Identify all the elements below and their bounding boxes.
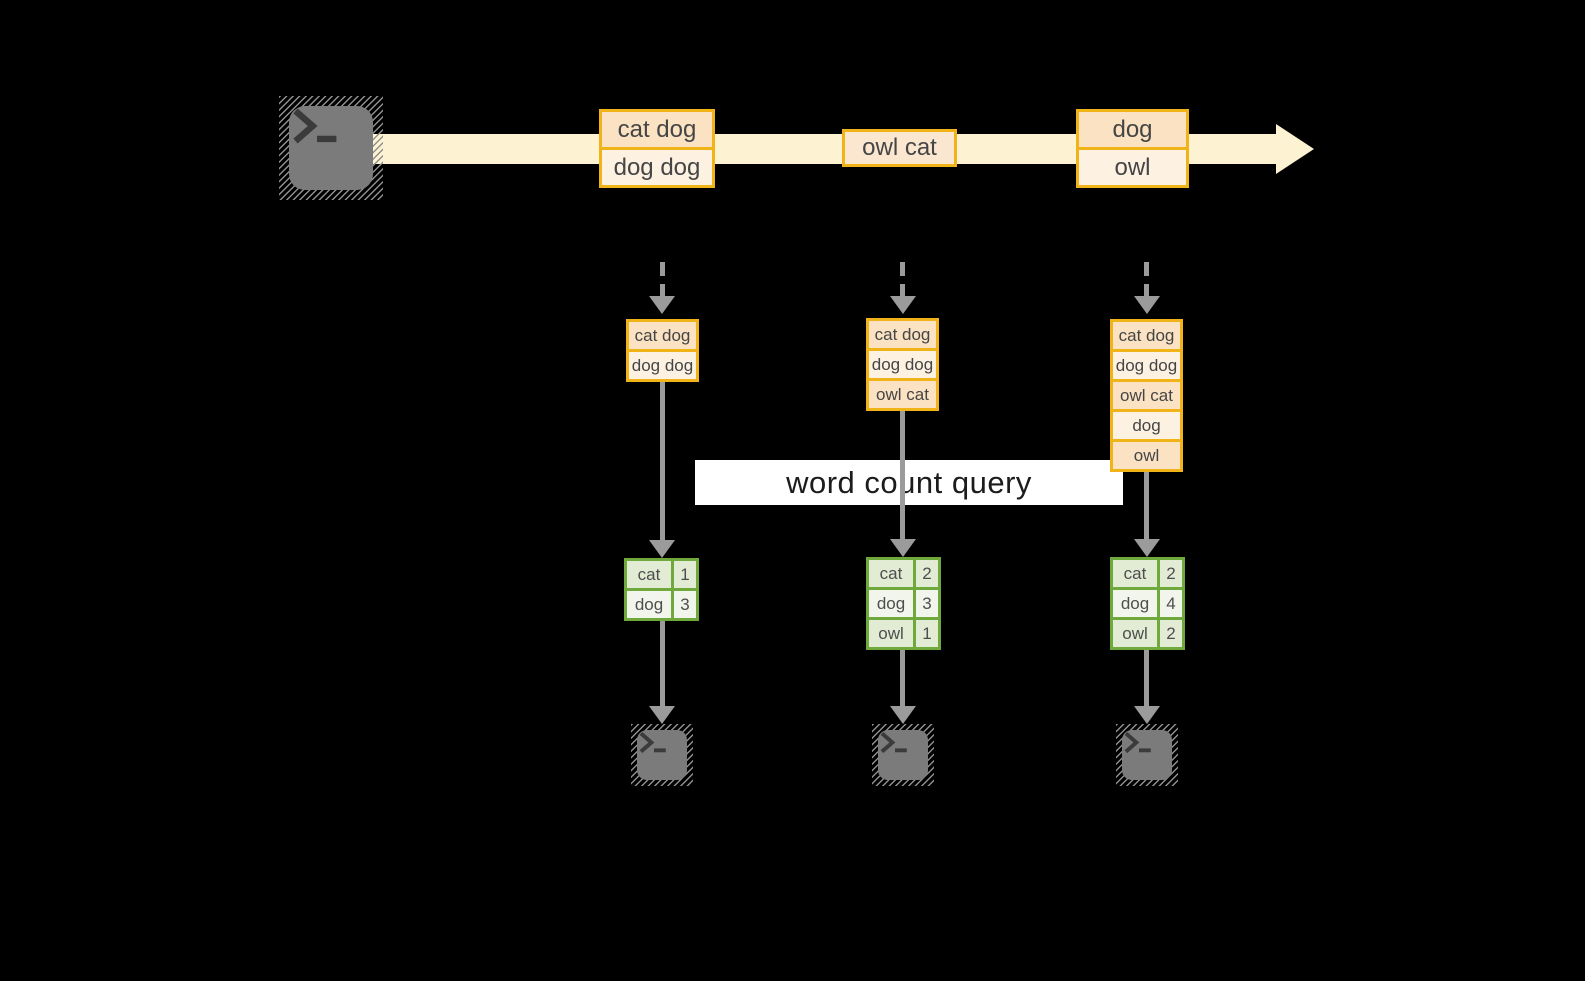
stream-batch-2: owl cat	[842, 129, 957, 167]
result-word: cat	[869, 560, 913, 587]
terminal-prompt-icon	[293, 108, 337, 144]
result-word: cat	[627, 561, 671, 588]
result-word: dog	[1113, 590, 1157, 617]
trigger-arrowhead-3-icon	[1134, 296, 1160, 314]
input-line: cat dog	[869, 321, 936, 348]
terminal-prompt-icon	[880, 731, 907, 754]
result-count: 2	[916, 560, 938, 587]
query-arrowhead-1-icon	[649, 540, 675, 558]
input-line: owl cat	[869, 381, 936, 408]
query-label-bar: word count query	[695, 460, 1123, 505]
query-arrow-3	[1144, 472, 1149, 539]
result-count: 4	[1160, 590, 1182, 617]
sink-terminal-1-icon	[631, 724, 693, 786]
stream-batch-3: dog owl	[1076, 109, 1189, 188]
result-word: dog	[869, 590, 913, 617]
sink-arrow-2	[900, 650, 905, 706]
trigger-dashed-arrow-2	[900, 262, 905, 298]
stream-line: owl	[1079, 150, 1186, 185]
source-terminal-icon	[279, 96, 383, 200]
result-count: 3	[674, 591, 696, 618]
query-arrowhead-2-icon	[890, 539, 916, 557]
trigger-dashed-arrow-3	[1144, 262, 1149, 298]
query-label: word count query	[786, 464, 1032, 500]
stream-line: dog dog	[602, 150, 712, 185]
result-table-2: cat 2 dog 3 owl 1	[866, 557, 941, 650]
result-word: dog	[627, 591, 671, 618]
result-word: cat	[1113, 560, 1157, 587]
input-line: dog	[1113, 412, 1180, 439]
sink-arrow-3	[1144, 650, 1149, 706]
sink-arrowhead-3-icon	[1134, 706, 1160, 724]
stream-line: owl cat	[845, 132, 954, 164]
trigger-arrowhead-2-icon	[890, 296, 916, 314]
result-count: 3	[916, 590, 938, 617]
terminal-prompt-icon	[639, 731, 666, 754]
trigger-dashed-arrow-1	[660, 262, 665, 298]
input-stack-1: cat dog dog dog	[626, 319, 699, 382]
result-word: owl	[1113, 620, 1157, 647]
query-arrowhead-3-icon	[1134, 539, 1160, 557]
input-stack-2: cat dog dog dog owl cat	[866, 318, 939, 411]
sink-terminal-2-icon	[872, 724, 934, 786]
result-count: 1	[916, 620, 938, 647]
query-arrow-1	[660, 382, 665, 540]
stream-timeline-arrowhead-icon	[1276, 124, 1314, 174]
input-line: dog dog	[629, 352, 696, 379]
query-arrow-2	[900, 411, 905, 539]
terminal-prompt-icon	[1124, 731, 1151, 754]
result-table-3: cat 2 dog 4 owl 2	[1110, 557, 1185, 650]
input-line: owl cat	[1113, 382, 1180, 409]
result-word: owl	[869, 620, 913, 647]
input-line: cat dog	[629, 322, 696, 349]
stream-line: cat dog	[602, 112, 712, 147]
result-count: 1	[674, 561, 696, 588]
result-count: 2	[1160, 620, 1182, 647]
result-table-1: cat 1 dog 3	[624, 558, 699, 621]
sink-arrowhead-1-icon	[649, 706, 675, 724]
sink-terminal-3-icon	[1116, 724, 1178, 786]
input-line: cat dog	[1113, 322, 1180, 349]
input-line: dog dog	[869, 351, 936, 378]
trigger-arrowhead-1-icon	[649, 296, 675, 314]
result-count: 2	[1160, 560, 1182, 587]
input-line: owl	[1113, 442, 1180, 469]
stream-line: dog	[1079, 112, 1186, 147]
input-line: dog dog	[1113, 352, 1180, 379]
sink-arrow-1	[660, 621, 665, 706]
stream-batch-1: cat dog dog dog	[599, 109, 715, 188]
sink-arrowhead-2-icon	[890, 706, 916, 724]
input-stack-3: cat dog dog dog owl cat dog owl	[1110, 319, 1183, 472]
